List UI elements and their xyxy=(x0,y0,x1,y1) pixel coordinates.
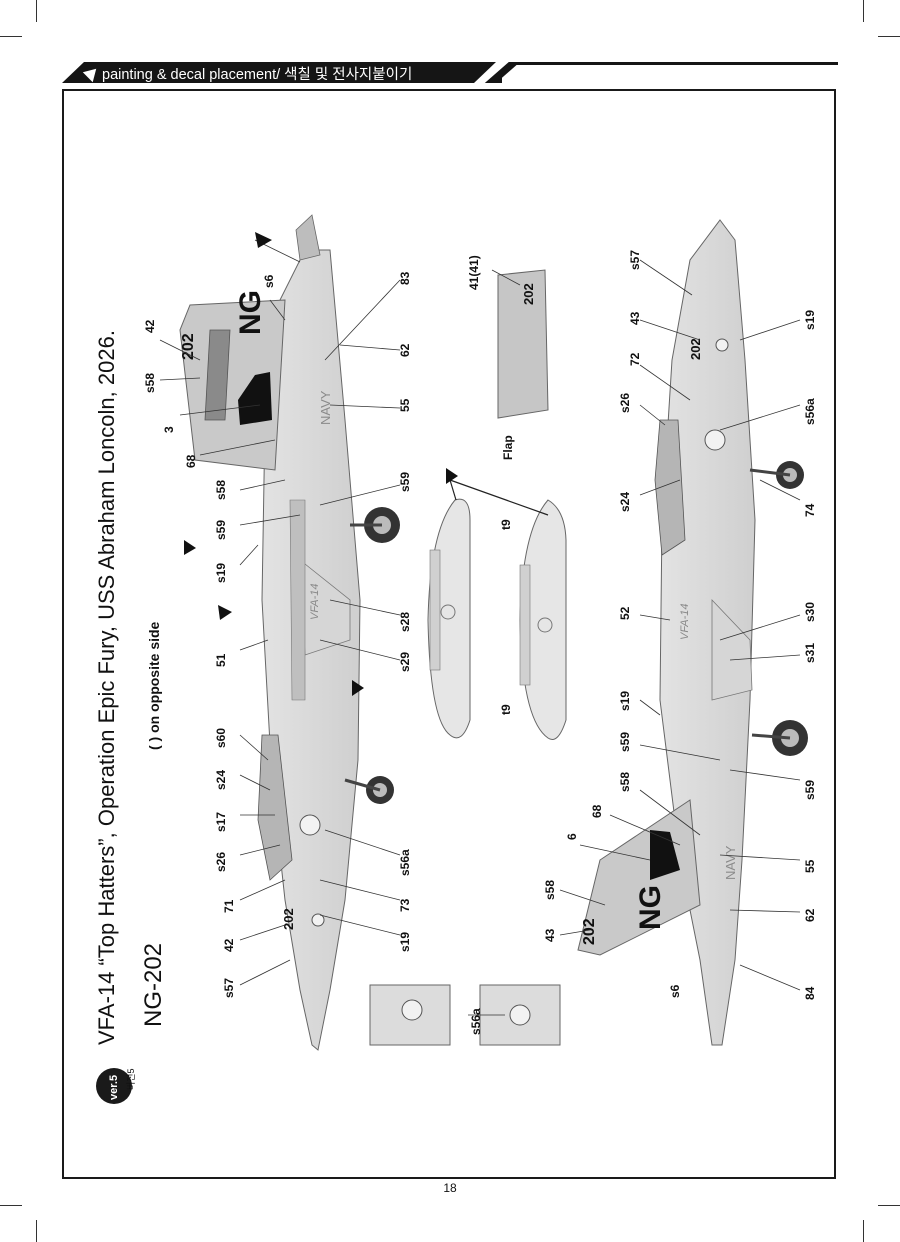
crop-mark xyxy=(36,1220,37,1242)
callout-label: s6 xyxy=(262,274,276,288)
callout-label: s19 xyxy=(214,562,228,583)
callout-label: 51 xyxy=(214,653,228,667)
callout-label: s60 xyxy=(214,727,228,748)
content-frame xyxy=(62,89,836,1179)
crop-mark xyxy=(0,1205,22,1206)
squadron-marking-text: VFA-14 xyxy=(309,584,321,620)
callout-label: 74 xyxy=(803,503,817,517)
crop-mark xyxy=(878,36,900,37)
modex-nose-text: 202 xyxy=(281,908,296,930)
callout-label: 52 xyxy=(618,606,632,620)
callout-label: 42 xyxy=(143,319,157,333)
callout-label: s28 xyxy=(398,611,412,632)
callout-label: s31 xyxy=(803,642,817,663)
callout-label: s6 xyxy=(668,984,682,998)
flap-modex-text: 202 xyxy=(521,283,536,305)
callout-label: s57 xyxy=(222,977,236,998)
callout-label: s59 xyxy=(398,471,412,492)
squadron-marking-text: VFA-14 xyxy=(679,604,691,640)
callout-label: s56a xyxy=(398,849,412,876)
callout-label: s30 xyxy=(803,601,817,622)
callout-label: s26 xyxy=(214,851,228,872)
callout-label: s59 xyxy=(803,779,817,800)
callout-label: s19 xyxy=(803,309,817,330)
tail-code-text: NG xyxy=(234,290,267,335)
modex-tail-text: 202 xyxy=(180,333,197,360)
pointer-triangles xyxy=(184,232,458,696)
tank-decal-label: t9 xyxy=(499,519,513,530)
callout-label: s26 xyxy=(618,392,632,413)
callout-label: s29 xyxy=(398,651,412,672)
flap-label: Flap xyxy=(501,435,515,460)
crop-mark xyxy=(0,36,22,37)
navy-marking-text: NAVY xyxy=(318,390,333,425)
aircraft-left-profile: NG 202 VFA-14 NAVY 202 xyxy=(159,214,401,1051)
callout-label: s58 xyxy=(543,879,557,900)
inset-detail: s56a xyxy=(369,984,561,1046)
tail-code-text: NG xyxy=(634,885,667,930)
header-rule xyxy=(490,62,838,65)
header-banner xyxy=(62,62,502,83)
callout-label: 55 xyxy=(803,859,817,873)
callout-label: 62 xyxy=(398,343,412,357)
fuel-tank-illustration: t9 t9 xyxy=(427,479,567,740)
tank-decal-label: t9 xyxy=(499,704,513,715)
callout-label: s24 xyxy=(618,491,632,512)
callout-label: 62 xyxy=(803,908,817,922)
callout-label: 43 xyxy=(628,311,642,325)
callout-label: 84 xyxy=(803,986,817,1000)
version-label: ver.5 xyxy=(108,1074,120,1100)
callout-label: 6 xyxy=(565,833,579,840)
callout-label: s19 xyxy=(618,690,632,711)
callout-label: 43 xyxy=(543,928,557,942)
inset-label: s56a xyxy=(469,1008,483,1035)
crop-mark xyxy=(36,0,37,22)
crop-mark xyxy=(878,1205,900,1206)
crop-mark xyxy=(863,1220,864,1242)
callout-label: 68 xyxy=(590,804,604,818)
callout-label: 72 xyxy=(628,352,642,366)
header-title: painting & decal placement/ 색칠 및 전사지붙이기 xyxy=(102,67,413,83)
crop-mark xyxy=(863,0,864,22)
callout-label: s56a xyxy=(803,398,817,425)
callout-label: s19 xyxy=(398,931,412,952)
callout-label: 42 xyxy=(222,938,236,952)
version-label-kr: 버전5 xyxy=(126,1068,136,1090)
opposite-side-note: ( ) on opposite side xyxy=(146,621,162,750)
page-title: VFA-14 “Top Hatters”, Operation Epic Fur… xyxy=(94,330,119,1045)
callout-label: s17 xyxy=(214,811,228,832)
callout-label: 55 xyxy=(398,398,412,412)
callout-label: s59 xyxy=(214,519,228,540)
callout-label: s58 xyxy=(143,372,157,393)
callout-label: s58 xyxy=(214,479,228,500)
callout-label: 3 xyxy=(162,426,176,433)
modex-tail-text: 202 xyxy=(581,918,598,945)
callout-label: 68 xyxy=(184,454,198,468)
callout-label: 83 xyxy=(398,271,412,285)
callout-label: 73 xyxy=(398,898,412,912)
aircraft-right-profile: NG 202 VFA-14 NAVY 202 xyxy=(559,219,808,1046)
callout-label: s58 xyxy=(618,771,632,792)
flap-illustration: 202 41(41) Flap xyxy=(467,255,549,460)
callout-label: 71 xyxy=(222,899,236,913)
aircraft-code: NG-202 xyxy=(140,942,167,1027)
callout-label: s24 xyxy=(214,769,228,790)
modex-nose-text: 202 xyxy=(688,338,703,360)
page-number: 18 xyxy=(443,1181,457,1195)
callout-label: s57 xyxy=(628,249,642,270)
navy-marking-text: NAVY xyxy=(723,845,738,880)
callout-label: s59 xyxy=(618,731,632,752)
flap-decal-label: 41(41) xyxy=(467,255,481,290)
version-badge xyxy=(96,1068,132,1104)
